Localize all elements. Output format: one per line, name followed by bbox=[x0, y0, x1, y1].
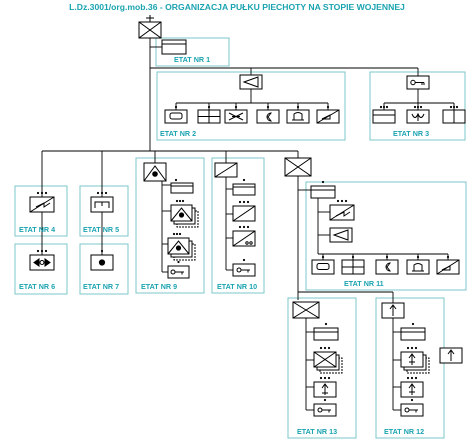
etat-12-label: ETAT NR 12 bbox=[384, 427, 424, 436]
etat13-mg-company-symbol bbox=[313, 376, 337, 398]
frame-etat3 bbox=[369, 71, 466, 141]
frame-etat12 bbox=[375, 297, 445, 439]
etat10-gun-platoon-symbol bbox=[232, 225, 256, 247]
etat-7-label: ETAT NR 7 bbox=[83, 282, 119, 291]
frame-etat1 bbox=[155, 37, 230, 67]
etat2-pioneer-symbol bbox=[224, 105, 248, 124]
regiment-infantry-symbol bbox=[138, 15, 162, 39]
frame-etat13 bbox=[287, 297, 357, 439]
frame-etat5 bbox=[79, 185, 129, 237]
etat-3-label: ETAT NR 3 bbox=[393, 129, 429, 138]
etat3-medical-symbol bbox=[406, 105, 430, 124]
etat9-hq-symbol bbox=[170, 178, 194, 194]
etat2-bridge-symbol bbox=[286, 105, 310, 124]
frame-etat11 bbox=[305, 181, 467, 291]
etat9-mortar-company-symbol bbox=[167, 232, 196, 261]
etat10-battalion-symbol bbox=[214, 162, 238, 178]
etat10-hq-symbol bbox=[232, 178, 256, 196]
etat-9-label: ETAT NR 9 bbox=[141, 282, 177, 291]
frame-etat7 bbox=[79, 243, 129, 295]
etat-5-label: ETAT NR 5 bbox=[83, 225, 119, 234]
etat3-cyclist-symbol bbox=[442, 105, 466, 124]
etat2-engineer-symbol bbox=[197, 105, 221, 124]
etat9-battalion-symbol bbox=[143, 162, 167, 182]
etat2-gas-symbol bbox=[256, 105, 280, 124]
etat11-bridge-symbol bbox=[406, 255, 430, 275]
etat11-antitank-symbol bbox=[329, 199, 355, 221]
etat13-battalion-symbol bbox=[292, 301, 320, 319]
etat9-mg-company-symbol bbox=[170, 199, 199, 228]
etat-2-label: ETAT NR 2 bbox=[160, 129, 196, 138]
etat-10-label: ETAT NR 10 bbox=[217, 282, 257, 291]
infantry-battalion-symbol bbox=[284, 157, 312, 177]
etat11-engineer-symbol bbox=[341, 255, 365, 275]
etat-4-label: ETAT NR 4 bbox=[19, 225, 55, 234]
page-title: L.Dz.3001/org.mob.36 - ORGANIZACJA PUŁKU… bbox=[69, 2, 405, 12]
signals-hq-symbol bbox=[239, 74, 263, 90]
etat11-cavalry-symbol bbox=[311, 255, 335, 275]
etat2-cavalry-symbol bbox=[164, 105, 188, 124]
etat11-signals-symbol bbox=[329, 227, 353, 243]
etat-13-label: ETAT NR 13 bbox=[297, 427, 337, 436]
etat12-transport-symbol bbox=[400, 398, 424, 417]
etat6-signals-company-symbol bbox=[29, 249, 55, 271]
etat5-pioneer-company-symbol bbox=[90, 191, 114, 213]
etat12-battalion-symbol bbox=[381, 302, 405, 319]
frame-etat4 bbox=[14, 185, 68, 237]
etat12-mg-platoon-symbol bbox=[400, 376, 424, 398]
etat-11-label: ETAT NR 11 bbox=[344, 279, 384, 288]
etat7-cavalry-platoon-symbol bbox=[90, 249, 114, 271]
frame-etat10 bbox=[211, 157, 265, 294]
etat-1-label: ETAT NR 1 bbox=[174, 55, 210, 64]
etat13-rifle-company-symbol bbox=[313, 346, 343, 374]
etat10-transport-symbol bbox=[232, 258, 256, 277]
etat10-gun-company-symbol bbox=[232, 200, 256, 222]
battalion-hq-symbol bbox=[310, 180, 336, 199]
etat2-antitank-symbol bbox=[316, 105, 340, 124]
frame-etat9 bbox=[135, 157, 205, 294]
etat11-gas-symbol bbox=[375, 255, 399, 275]
transport-hq-symbol bbox=[406, 75, 430, 90]
regiment-hq-symbol bbox=[161, 39, 187, 55]
etat4-antitank-company-symbol bbox=[29, 191, 55, 213]
etat13-hq-symbol bbox=[313, 322, 339, 341]
unit-symbols: ETAT NR 1 bbox=[19, 15, 466, 436]
etat-6-label: ETAT NR 6 bbox=[19, 282, 55, 291]
etat13-transport-symbol bbox=[313, 398, 337, 417]
etat12-mg-company-symbol bbox=[400, 346, 463, 374]
etat3-supply-symbol bbox=[372, 105, 396, 124]
etat12-hq-symbol bbox=[400, 322, 426, 341]
connector-lines bbox=[41, 38, 455, 411]
frame-etat6 bbox=[14, 243, 68, 295]
etat9-transport-platoon-symbol bbox=[167, 260, 190, 279]
etat11-antitank-platoon-symbol bbox=[436, 255, 460, 275]
